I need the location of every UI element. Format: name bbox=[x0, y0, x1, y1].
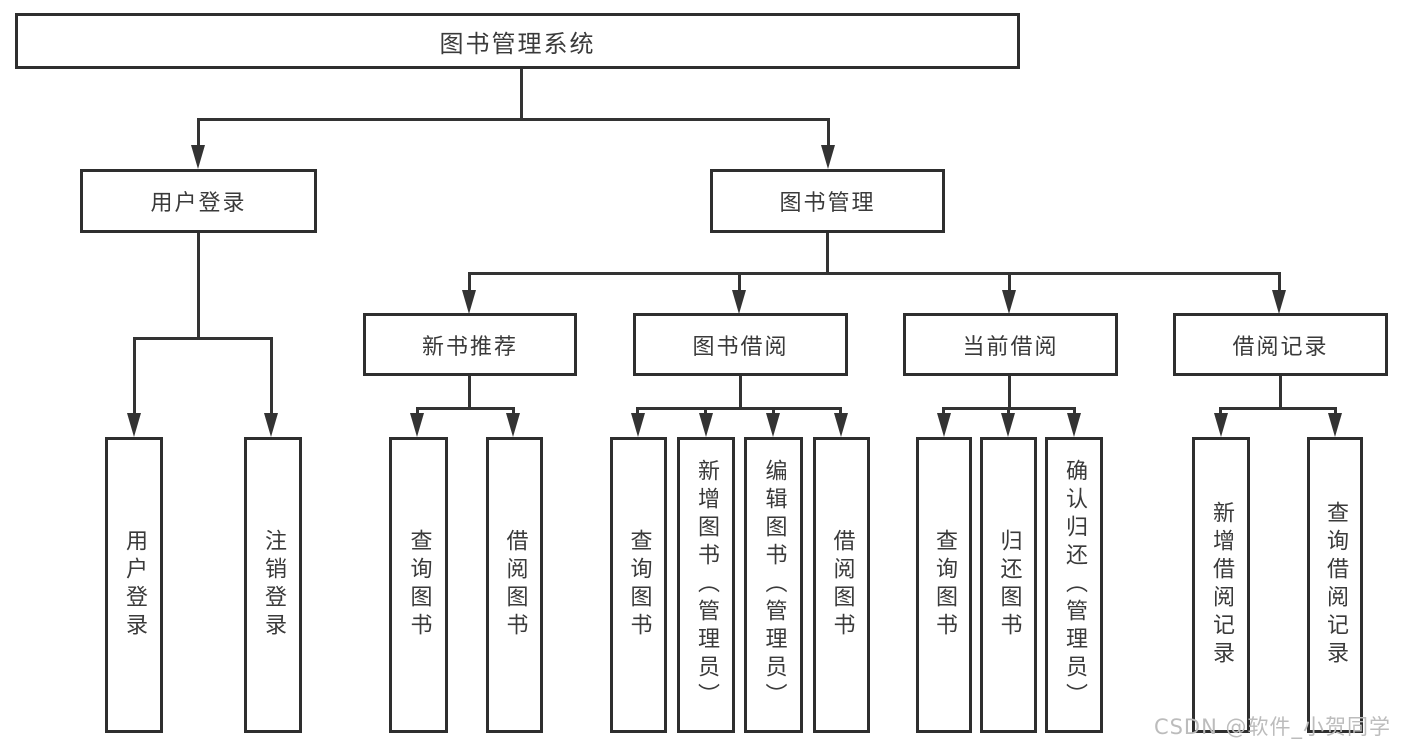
connector-bb-add-stem bbox=[704, 407, 707, 415]
connector-nb-borrow-stem bbox=[512, 407, 515, 415]
connector-current-borrow-stem bbox=[1008, 272, 1011, 292]
connector-borrow-records-bar bbox=[1219, 407, 1337, 410]
node-leaf-logout: 注销登录 bbox=[244, 437, 302, 733]
node-nb-query-books-label: 查询图书 bbox=[406, 529, 432, 641]
connector-book-borrow-bar bbox=[636, 407, 842, 410]
connector-br-add-stem bbox=[1219, 407, 1222, 415]
arrow-to-leaf-logout bbox=[264, 413, 278, 437]
connector-borrow-records-stem bbox=[1278, 272, 1281, 292]
node-nb-query-books: 查询图书 bbox=[389, 437, 448, 733]
node-library-system: 图书管理系统 bbox=[15, 13, 1020, 69]
connector-book-mgmt-down bbox=[826, 233, 829, 272]
node-user-login: 用户登录 bbox=[80, 169, 317, 233]
csdn-watermark: CSDN @软件_小贺同学 bbox=[1153, 715, 1391, 739]
node-br-query-record: 查询借阅记录 bbox=[1307, 437, 1363, 733]
node-bb-edit-book-admin-label: 编辑图书（管理员） bbox=[761, 459, 787, 711]
connector-cb-return-stem bbox=[1007, 407, 1010, 415]
node-bb-edit-book-admin: 编辑图书（管理员） bbox=[744, 437, 803, 733]
node-leaf-user-login: 用户登录 bbox=[105, 437, 163, 733]
node-br-query-record-label: 查询借阅记录 bbox=[1323, 501, 1348, 669]
node-cb-confirm-return-admin-label: 确认归还（管理员） bbox=[1062, 459, 1087, 711]
arrow-to-cb-return bbox=[1001, 413, 1015, 437]
connector-user-login-down bbox=[197, 233, 200, 337]
node-bb-borrow-books-label: 借阅图书 bbox=[829, 529, 855, 641]
connector-user-login-bar bbox=[133, 337, 273, 340]
connector-leaf-logout-stem bbox=[270, 337, 273, 414]
arrow-to-current-borrow bbox=[1002, 290, 1016, 314]
node-cb-return-book: 归还图书 bbox=[980, 437, 1037, 733]
connector-br-query-stem bbox=[1334, 407, 1337, 415]
node-current-borrow: 当前借阅 bbox=[903, 313, 1118, 376]
node-book-management: 图书管理 bbox=[710, 169, 945, 233]
node-current-borrow-label: 当前借阅 bbox=[962, 334, 1059, 360]
node-borrow-records-label: 借阅记录 bbox=[1232, 334, 1329, 360]
connector-nb-query-stem bbox=[416, 407, 419, 415]
arrow-to-br-add bbox=[1214, 413, 1228, 437]
connector-bb-query-stem bbox=[636, 407, 639, 415]
node-bb-add-book-admin-label: 新增图书（管理员） bbox=[694, 459, 719, 711]
connector-book-mgmt-bar bbox=[469, 272, 1281, 275]
connector-bb-borrow-stem bbox=[839, 407, 842, 415]
node-bb-query-books-label: 查询图书 bbox=[626, 529, 652, 641]
node-bb-add-book-admin: 新增图书（管理员） bbox=[677, 437, 735, 733]
node-book-borrow: 图书借阅 bbox=[633, 313, 848, 376]
connector-current-borrow-down bbox=[1008, 376, 1011, 407]
node-library-system-label: 图书管理系统 bbox=[439, 29, 596, 58]
arrow-to-bb-borrow bbox=[834, 413, 848, 437]
arrow-to-cb-query bbox=[937, 413, 951, 437]
arrow-to-nb-query bbox=[410, 413, 424, 437]
node-new-book-recommend-label: 新书推荐 bbox=[421, 334, 518, 360]
connector-new-book-down bbox=[468, 376, 471, 407]
node-nb-borrow-books-label: 借阅图书 bbox=[502, 529, 528, 641]
arrow-to-user-login bbox=[191, 145, 205, 169]
connector-cb-query-stem bbox=[942, 407, 945, 415]
connector-root-bar bbox=[198, 118, 830, 121]
node-new-book-recommend: 新书推荐 bbox=[363, 313, 577, 376]
node-bb-borrow-books: 借阅图书 bbox=[813, 437, 870, 733]
node-cb-confirm-return-admin: 确认归还（管理员） bbox=[1045, 437, 1103, 733]
node-borrow-records: 借阅记录 bbox=[1173, 313, 1388, 376]
node-leaf-logout-label: 注销登录 bbox=[261, 529, 286, 641]
arrow-to-br-query bbox=[1328, 413, 1342, 437]
node-br-add-record-label: 新增借阅记录 bbox=[1209, 501, 1234, 669]
connector-cb-confirm-stem bbox=[1073, 407, 1076, 415]
arrow-to-borrow-records bbox=[1272, 290, 1286, 314]
arrow-to-book-mgmt bbox=[821, 145, 835, 169]
node-cb-query-books-label: 查询图书 bbox=[932, 529, 957, 641]
node-book-management-label: 图书管理 bbox=[779, 191, 876, 216]
connector-user-login-stem bbox=[197, 118, 200, 146]
arrow-to-bb-query bbox=[631, 413, 645, 437]
node-user-login-label: 用户登录 bbox=[150, 191, 247, 216]
arrow-to-leaf-login bbox=[127, 413, 141, 437]
node-book-borrow-label: 图书借阅 bbox=[692, 334, 789, 360]
connector-book-borrow-stem bbox=[738, 272, 741, 292]
node-nb-borrow-books: 借阅图书 bbox=[486, 437, 543, 733]
arrow-to-book-borrow bbox=[732, 290, 746, 314]
connector-borrow-records-down bbox=[1279, 376, 1282, 407]
node-cb-query-books: 查询图书 bbox=[916, 437, 972, 733]
connector-leaf-login-stem bbox=[133, 337, 136, 414]
node-cb-return-book-label: 归还图书 bbox=[996, 529, 1022, 641]
arrow-to-nb-borrow bbox=[506, 413, 520, 437]
node-leaf-user-login-label: 用户登录 bbox=[122, 529, 147, 641]
connector-new-book-stem bbox=[468, 272, 471, 292]
node-bb-query-books: 查询图书 bbox=[610, 437, 667, 733]
node-br-add-record: 新增借阅记录 bbox=[1192, 437, 1250, 733]
arrow-to-bb-add bbox=[699, 413, 713, 437]
arrow-to-cb-confirm bbox=[1067, 413, 1081, 437]
arrow-to-new-book bbox=[462, 290, 476, 314]
connector-root-stem bbox=[520, 69, 523, 118]
connector-new-book-bar bbox=[416, 407, 515, 410]
arrow-to-bb-edit bbox=[766, 413, 780, 437]
connector-book-borrow-down bbox=[739, 376, 742, 407]
connector-bb-edit-stem bbox=[772, 407, 775, 415]
connector-book-mgmt-stem bbox=[827, 118, 830, 146]
